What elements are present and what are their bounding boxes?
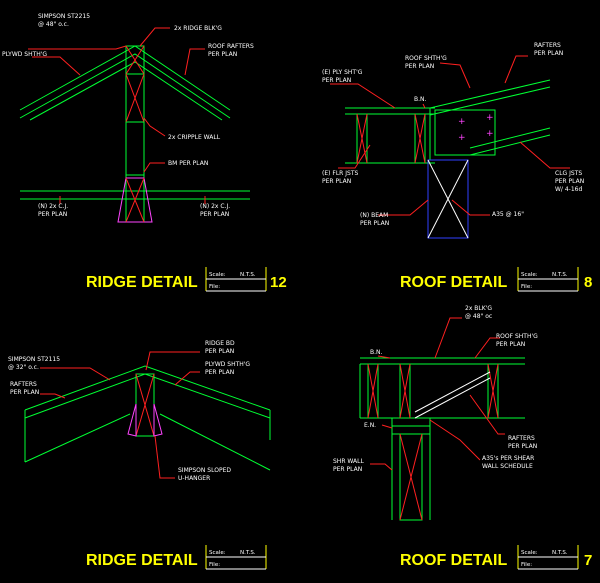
ridge-detail-bottom: RIDGE BD PER PLAN SIMPSON ST2115 @ 32" o… [8,340,271,570]
note-rafters: RAFTERS [534,42,561,49]
rafter-line [19,53,231,119]
note-roof-shthg: ROOF SHTH'G [496,333,538,340]
note-n-beam: (N) BEAM [360,212,388,219]
note-ridge-bd-plan: PER PLAN [205,348,234,355]
detail-number: 8 [584,274,592,291]
svg-text:+: + [486,129,494,139]
note-2x-blkg: 2x BLK'G [465,305,492,312]
note-cj-right-plan: PER PLAN [200,211,229,218]
note-rafters: RAFTERS [10,381,37,388]
file-label: File: [209,562,220,568]
note-ridge-bd: RIDGE BD [205,340,235,347]
note-e-ply-shtg-plan: PER PLAN [322,77,351,84]
scale-value: N.T.S. [552,272,568,278]
scale-label: Scale: [521,550,538,556]
detail-title: RIDGE DETAIL [86,552,198,569]
detail-title: ROOF DETAIL [400,274,507,291]
title-block-12: RIDGE DETAIL Scale: N.T.S. File: 12 [86,267,287,292]
new-beam [427,159,469,239]
note-simpson: SIMPSON ST2215 [38,13,90,20]
scale-value: N.T.S. [552,550,568,556]
note-shr-wall-plan: PER PLAN [333,466,362,473]
ceiling-joist-top [469,127,551,149]
file-label: File: [209,284,220,290]
note-shr-wall: SHR WALL [333,458,364,465]
note-e-ply-shtg: (E) PLY SHT'G [322,69,363,76]
note-cripple-wall: 2x CRIPPLE WALL [168,134,221,141]
title-block-ridge-bottom: RIDGE DETAIL Scale: N.T.S. File: [86,545,267,570]
svg-text:+: + [458,133,466,143]
scale-label: Scale: [209,550,226,556]
note-roof-rafters: ROOF RAFTERS [208,43,254,50]
scale-label: Scale: [521,272,538,278]
ridge-detail-12: SIMPSON ST2215 @ 48" o.c. 2x RIDGE BLK'G… [2,13,287,292]
note-clg-jsts-plan: PER PLAN [555,178,584,185]
note-clg-jsts: CLG JSTS [555,170,582,177]
note-rafters-plan: PER PLAN [10,389,39,396]
note-roof-shthg: ROOF SHTH'G [405,55,447,62]
note-bn: B.N. [414,96,427,103]
scale-value: N.T.S. [240,272,256,278]
title-block-7: ROOF DETAIL Scale: N.T.S. File: 7 [400,545,592,570]
note-e-flr-jsts: (E) FLR JSTS [322,170,358,177]
rafter-bottom-line [29,61,223,121]
note-a35: A35 @ 16" [492,211,524,218]
rafter-diagonal [414,371,491,413]
scale-label: Scale: [209,272,226,278]
note-cj-left: (N) 2x C.J. [38,203,68,210]
note-roof-shthg-plan: PER PLAN [496,341,525,348]
note-bn: B.N. [370,349,383,356]
note-cj-left-plan: PER PLAN [38,211,67,218]
scale-value: N.T.S. [240,550,256,556]
roof-sheathing-line [24,365,271,411]
detail-title: ROOF DETAIL [400,552,507,569]
note-e-flr-jsts-plan: PER PLAN [322,178,351,185]
note-n-beam-plan: PER PLAN [360,220,389,227]
roof-sheathing-line [429,79,551,109]
sloped-hanger [127,403,163,437]
note-simpson: SIMPSON ST2115 [8,356,60,363]
detail-title: RIDGE DETAIL [86,274,198,291]
note-blkg-spacing: @ 48" oc [465,313,492,320]
note-ridge-blkg: 2x RIDGE BLK'G [174,25,222,32]
note-u-hanger: U-HANGER [178,475,210,482]
note-rafters-plan: PER PLAN [508,443,537,450]
svg-text:+: + [458,117,466,127]
floor-joist-end [356,113,368,164]
note-roof-rafters-plan: PER PLAN [208,51,237,58]
note-rafters-plan: PER PLAN [534,50,563,57]
note-sloped-hanger: SIMPSON SLOPED [178,467,231,474]
note-cj-right: (N) 2x C.J. [200,203,230,210]
detail-number: 12 [270,274,287,291]
note-simpson-spacing: @ 48" o.c. [38,21,69,28]
roof-detail-8: + + + + (E) PLY SHT'G PER PLAN ROOF SHTH… [322,42,592,292]
note-plywd-shthg: PLYWD SHTH'G [2,51,47,58]
title-block-8: ROOF DETAIL Scale: N.T.S. File: 8 [400,267,592,292]
note-rafters: RAFTERS [508,435,535,442]
file-label: File: [521,562,532,568]
note-simpson-spacing: @ 32" o.c. [8,364,39,371]
note-beam: BM PER PLAN [168,160,208,167]
roof-detail-7: 2x BLK'G @ 48" oc ROOF SHTH'G PER PLAN B… [333,305,592,570]
svg-text:+: + [486,113,494,123]
note-wall-schedule: WALL SCHEDULE [482,463,533,470]
note-roof-shthg-plan: PER PLAN [405,63,434,70]
note-en: E.N. [364,422,376,429]
note-clg-jsts-nails: W/ 4-16d [555,186,582,193]
note-a35-shear: A35's PER SHEAR [482,455,534,462]
note-plywd-shthg-plan: PER PLAN [205,369,234,376]
note-plywd-shthg: PLYWD SHTH'G [205,361,250,368]
detail-number: 7 [584,552,592,569]
file-label: File: [521,284,532,290]
